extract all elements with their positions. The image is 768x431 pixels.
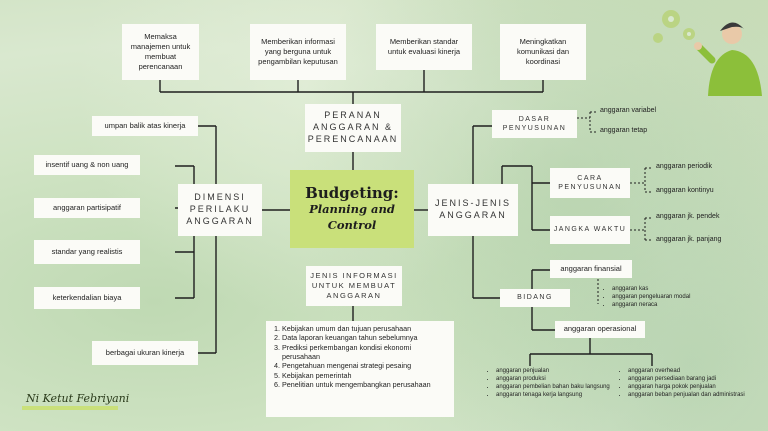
center-title: Budgeting: (305, 184, 399, 203)
author-signature: Ni Ketut Febriyani (26, 392, 130, 405)
dasar-item-2: anggaran tetap (600, 127, 648, 134)
cara-item-2: anggaran kontinyu (656, 187, 714, 194)
dasar-item-1: anggaran variabel (600, 107, 657, 114)
dimensi-item-6: berbagai ukuran kinerja (92, 341, 198, 365)
cara-item-1: anggaran periodik (656, 163, 713, 170)
dasar-header: DASAR PENYUSUNAN (492, 110, 577, 138)
dimensi-item-2: insentif uang & non uang (34, 155, 140, 175)
peranan-item-3: Memberikan standar untuk evaluasi kinerj… (376, 24, 472, 70)
informasi-header: JENIS INFORMASI UNTUK MEMBUAT ANGGARAN (306, 266, 402, 306)
finansial-item-3: anggaran neraca (612, 301, 690, 309)
finansial-box: anggaran finansial (550, 260, 632, 278)
informasi-item-2: Data laporan keuangan tahun sebelumnya (282, 333, 448, 342)
finansial-list: anggaran kas anggaran pengeluaran modal … (604, 285, 690, 309)
peranan-item-4: Meningkatkan komunikasi dan koordinasi (500, 24, 586, 80)
informasi-item-4: Pengetahuan mengenai strategi pesaing (282, 361, 448, 370)
informasi-item-5: Kebijakan pemerintah (282, 371, 448, 380)
operasional-list-1: anggaran penjualan anggaran produksi ang… (488, 367, 618, 399)
jenis-header: JENIS-JENIS ANGGARAN (428, 184, 518, 236)
person-illustration (708, 50, 762, 96)
jangka-item-1: anggaran jk. pendek (656, 213, 720, 220)
dimensi-item-3: anggaran partisipatif (34, 198, 140, 218)
operasional-item-1: anggaran penjualan (496, 367, 618, 375)
finansial-item-1: anggaran kas (612, 285, 690, 293)
signature-underline (22, 406, 118, 410)
operasional-item-7: anggaran harga pokok penjualan (628, 383, 760, 391)
center-subtitle-1: Planning and (309, 202, 395, 217)
jangka-item-2: anggaran jk. panjang (656, 236, 722, 243)
operasional-item-5: anggaran overhead (628, 367, 760, 375)
center-node: Budgeting: Planning and Control (290, 170, 414, 248)
gears-icon (653, 10, 762, 96)
informasi-item-6: Penelitian untuk mengembangkan perusahaa… (282, 380, 448, 389)
peranan-header: PERANAN ANGGARAN & PERENCANAAN (305, 104, 401, 152)
finansial-item-2: anggaran pengeluaran modal (612, 293, 690, 301)
operasional-item-3: anggaran pembelian bahan baku langsung (496, 383, 618, 391)
dimensi-header: DIMENSI PERILAKU ANGGARAN (178, 184, 262, 236)
operasional-item-6: anggaran persediaan barang jadi (628, 375, 760, 383)
dimensi-item-5: keterkendalian biaya (34, 287, 140, 309)
operasional-box: anggaran operasional (555, 321, 645, 338)
dimensi-item-4: standar yang realistis (34, 240, 140, 264)
center-subtitle-2: Control (327, 218, 377, 232)
operasional-item-2: anggaran produksi (496, 375, 618, 383)
person-head (722, 24, 742, 44)
cara-header: CARA PENYUSUNAN (550, 168, 630, 198)
informasi-item-1: Kebijakan umum dan tujuan perusahaan (282, 324, 448, 333)
bidang-header: BIDANG (500, 289, 570, 307)
informasi-item-3: Prediksi perkembangan kondisi ekonomi pe… (282, 343, 448, 362)
peranan-item-2: Memberikan informasi yang berguna untuk … (250, 24, 346, 80)
operasional-item-8: anggaran beban penjualan dan administras… (628, 391, 760, 399)
jangka-header: JANGKA WAKTU (550, 216, 630, 244)
operasional-list-2: anggaran overhead anggaran persediaan ba… (620, 367, 760, 399)
peranan-item-1: Memaksa manajemen untuk membuat perencan… (122, 24, 199, 80)
informasi-box: Kebijakan umum dan tujuan perusahaan Dat… (266, 321, 454, 417)
dimensi-item-1: umpan balik atas kinerja (92, 116, 198, 136)
operasional-item-4: anggaran tenaga kerja langsung (496, 391, 618, 399)
